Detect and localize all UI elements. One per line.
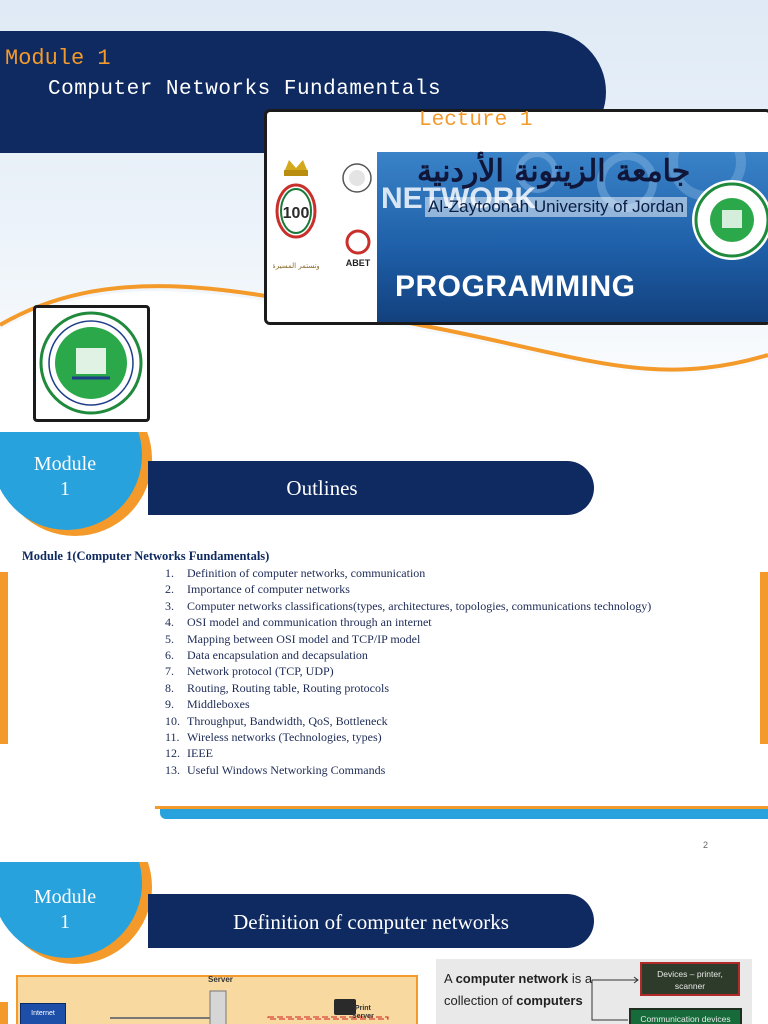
outline-item-text: Importance of computer networks xyxy=(187,582,350,597)
svg-text:ABET: ABET xyxy=(346,258,371,268)
outline-item-text: Network protocol (TCP, UDP) xyxy=(187,664,334,679)
network-diagram xyxy=(16,975,418,1024)
outline-item-number: 10. xyxy=(165,713,180,728)
accreditation-badge-icon xyxy=(342,163,372,193)
title-slide: Module 1 Computer Networks Fundamentals … xyxy=(0,0,768,430)
outline-item-text: IEEE xyxy=(187,746,213,761)
internet-node: Internet xyxy=(20,1003,66,1024)
definition-slide: Module 1 Definition of computer networks… xyxy=(0,862,768,1024)
outline-item-text: Computer networks classifications(types,… xyxy=(187,598,652,613)
outline-item-number: 8. xyxy=(165,680,174,695)
network-diagram-drawing xyxy=(110,990,389,1024)
outline-item-number: 1. xyxy=(165,566,174,580)
outline-item-number: 11. xyxy=(165,730,180,745)
definition-text: A computer network is a collection of co… xyxy=(444,971,593,1008)
outline-item-text: Definition of computer networks, communi… xyxy=(187,566,426,580)
centennial-logo-icon: 100 وتستمر المسيرة xyxy=(273,160,319,270)
programming-word: PROGRAMMING xyxy=(395,270,636,303)
slide-title: Outlines xyxy=(286,476,358,500)
outline-item-text: Throughput, Bandwidth, QoS, Bottleneck xyxy=(187,713,388,728)
university-seal-icon xyxy=(39,311,143,415)
outline-item: 4. OSI model and communication through an… xyxy=(165,614,651,630)
outline-item: 6. Data encapsulation and decapsulation xyxy=(165,647,651,663)
outline-item-number: 12. xyxy=(165,746,180,761)
outline-item-number: 6. xyxy=(165,648,174,663)
module-badge-number: 1 xyxy=(60,478,70,500)
svg-text:100: 100 xyxy=(283,205,310,222)
university-name-ar: جامعة الزيتونة الأردنية xyxy=(417,154,691,189)
course-title: Computer Networks Fundamentals xyxy=(48,78,442,101)
outline-item: 8. Routing, Routing table, Routing protoc… xyxy=(165,680,651,696)
side-accent-left xyxy=(0,572,8,744)
outline-item: 5. Mapping between OSI model and TCP/IP m… xyxy=(165,631,651,647)
accreditation-logos-panel: 100 وتستمر المسيرة ABET xyxy=(267,152,412,322)
devices-box: Devices – printer, scanner xyxy=(640,962,740,996)
outline-item: 1. Definition of computer networks, commu… xyxy=(165,565,651,581)
outline-item: 7. Network protocol (TCP, UDP) xyxy=(165,663,651,679)
devices-box-label: Devices – printer, scanner xyxy=(657,969,723,991)
university-name-en: Al-Zaytoonah University of Jordan xyxy=(425,197,688,217)
outline-item-text: Wireless networks (Technologies, types) xyxy=(187,730,382,745)
module-badge-word: Module xyxy=(33,886,97,908)
outline-item: 13. Useful Windows Networking Commands xyxy=(165,762,651,778)
communication-devices-box: Communication devices xyxy=(629,1008,742,1024)
svg-text:وتستمر المسيرة: وتستمر المسيرة xyxy=(273,262,319,270)
page-number: 2 xyxy=(703,840,709,850)
outline-item-text: Middleboxes xyxy=(187,697,250,712)
server-label: Server xyxy=(208,975,233,984)
outlines-slide: Module 1 Outlines Module 1(Computer Netw… xyxy=(0,432,768,858)
outline-heading: Module 1(Computer Networks Fundamentals) xyxy=(22,549,270,563)
outline-item-text: Useful Windows Networking Commands xyxy=(187,762,386,777)
connector-arrows xyxy=(591,976,639,1021)
outline-item: 10. Throughput, Bandwidth, QoS, Bottlenec… xyxy=(165,713,651,729)
outline-item-text: Data encapsulation and decapsulation xyxy=(187,648,368,663)
outline-item: 12. IEEE xyxy=(165,745,651,761)
outline-list: 1. Definition of computer networks, commu… xyxy=(165,565,651,778)
outline-item-number: 5. xyxy=(165,631,174,646)
outline-item-text: OSI model and communication through an i… xyxy=(187,615,432,630)
lecture-label: Lecture 1 xyxy=(419,109,533,132)
module-badge-number: 1 xyxy=(60,911,70,933)
title-bar xyxy=(148,894,594,948)
university-seal-icon xyxy=(692,180,768,260)
outline-item-number: 7. xyxy=(165,664,174,679)
wave-white xyxy=(0,291,768,430)
outline-item: 9. Middleboxes xyxy=(165,696,651,712)
module-badge-label: Module 1 xyxy=(0,452,130,502)
side-accent-left xyxy=(0,1002,8,1024)
programming-banner: NETWORK Al-Zaytoonah University of Jorda… xyxy=(377,152,768,322)
header-image: 100 وتستمر المسيرة ABET xyxy=(264,109,768,325)
outline-item-number: 4. xyxy=(165,615,174,630)
outline-item: 11. Wireless networks (Technologies, type… xyxy=(165,729,651,745)
outline-item-number: 3. xyxy=(165,598,174,613)
outline-item-number: 9. xyxy=(165,697,174,712)
outline-item-text: Routing, Routing table, Routing protocol… xyxy=(187,680,389,695)
footer-rule-orange xyxy=(155,806,768,809)
abet-logo-icon: ABET xyxy=(345,229,371,268)
outline-item: 2. Importance of computer networks xyxy=(165,581,651,597)
outline-item-number: 2. xyxy=(165,582,174,597)
slide-title: Definition of computer networks xyxy=(233,910,509,934)
title-bar xyxy=(148,461,594,515)
module-title: Module 1 xyxy=(5,46,111,71)
module-badge-label: Module 1 xyxy=(0,885,130,935)
footer-rule-blue xyxy=(160,809,768,819)
outline-item: 3. Computer networks classifications(type… xyxy=(165,598,651,614)
module-badge-word: Module xyxy=(33,453,97,475)
outline-item-text: Mapping between OSI model and TCP/IP mod… xyxy=(187,631,421,646)
side-accent-right xyxy=(760,572,768,744)
university-logo xyxy=(33,305,150,422)
outline-item-number: 13. xyxy=(165,762,180,777)
